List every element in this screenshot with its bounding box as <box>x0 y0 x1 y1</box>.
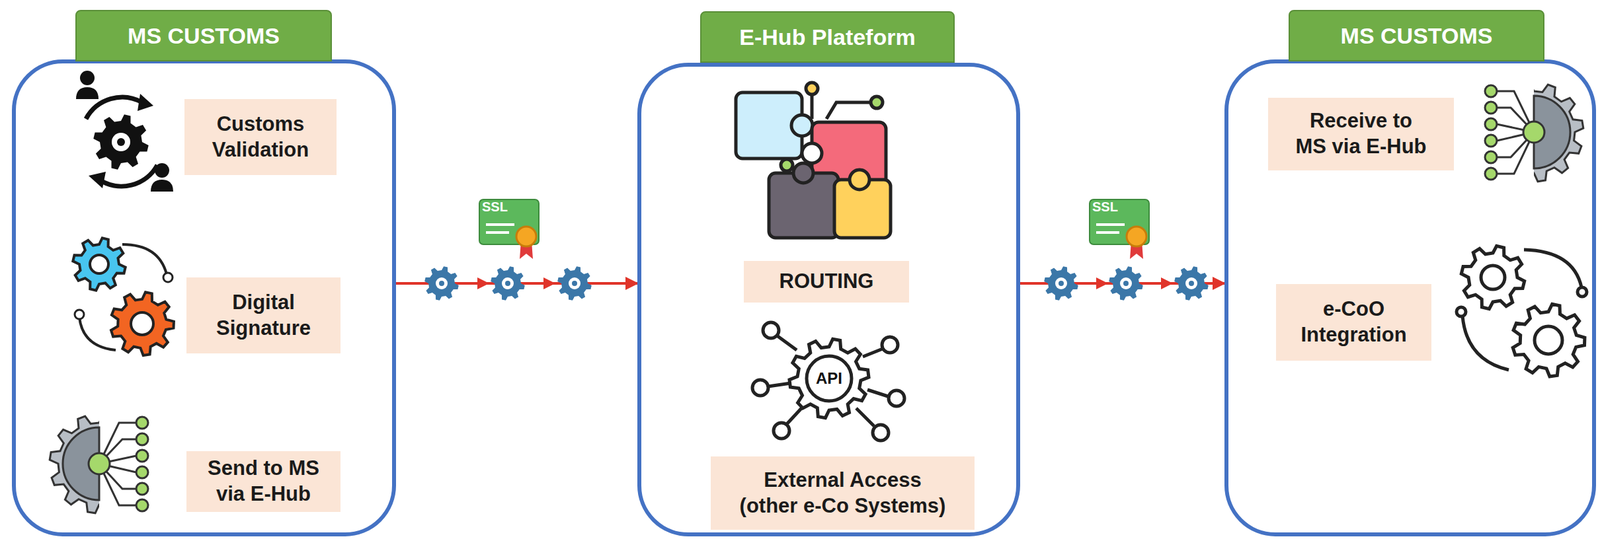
box-text: e-CoO Integration <box>1285 296 1423 349</box>
label-box: Customs Validation <box>184 99 337 176</box>
box-text: Send to MS via E-Hub <box>195 456 332 508</box>
gear-shape <box>1174 266 1209 301</box>
panel-heading: MS CUSTOMS <box>1288 9 1545 62</box>
ssl-text: SSL <box>1092 199 1119 215</box>
box-text: ROUTING <box>779 269 875 295</box>
gear-shape <box>93 114 149 170</box>
label-box: External Access (other e-Co Systems) <box>710 456 975 531</box>
gear-shape <box>1533 82 1584 182</box>
panel-heading: MS CUSTOMS <box>75 9 332 62</box>
ssl-text: SSL <box>481 199 508 215</box>
network-gear-icon <box>49 414 149 514</box>
gear-chain <box>1043 266 1209 301</box>
network-gear-icon <box>1484 82 1584 182</box>
gear-shape <box>1043 266 1079 301</box>
gear-shape <box>1108 266 1144 301</box>
api-icon <box>752 322 905 441</box>
label-box: Digital Signature <box>186 277 341 354</box>
panel: MS CUSTOMSReceive to MS via E-Hube-CoO I… <box>1224 59 1597 537</box>
ssl-certificate-icon <box>1089 199 1150 260</box>
gear-shape <box>49 414 100 514</box>
gear-shape <box>72 238 125 291</box>
box-text: Customs Validation <box>193 111 328 164</box>
label-box: ROUTING <box>743 261 910 303</box>
label-box: e-CoO Integration <box>1276 284 1432 361</box>
gear-shape <box>111 292 174 356</box>
panel-heading: E-Hub Plateform <box>700 11 955 63</box>
panel: E-Hub PlateformROUTINGExternal Access (o… <box>637 62 1021 537</box>
label-box: Receive to MS via E-Hub <box>1268 97 1454 171</box>
panel: MS CUSTOMSCustoms ValidationDigital Sign… <box>11 59 397 537</box>
api-text: API <box>815 369 843 389</box>
gear-shape <box>557 266 592 301</box>
gear-shape <box>1512 304 1585 377</box>
gear-shape <box>490 266 525 301</box>
gear-shape <box>1461 245 1524 309</box>
gears-icon <box>1456 245 1587 377</box>
validation-icon <box>76 70 174 192</box>
gear-chain <box>424 266 592 301</box>
gear-shape <box>789 339 869 418</box>
puzzle-icon <box>735 82 891 239</box>
label-box: Send to MS via E-Hub <box>186 451 341 513</box>
gear-shape <box>424 266 459 301</box>
box-text: External Access (other e-Co Systems) <box>720 468 966 520</box>
ssl-certificate-icon <box>479 199 539 260</box>
signature-icon <box>72 238 174 356</box>
box-text: Digital Signature <box>195 290 332 342</box>
box-text: Receive to MS via E-Hub <box>1277 108 1445 160</box>
